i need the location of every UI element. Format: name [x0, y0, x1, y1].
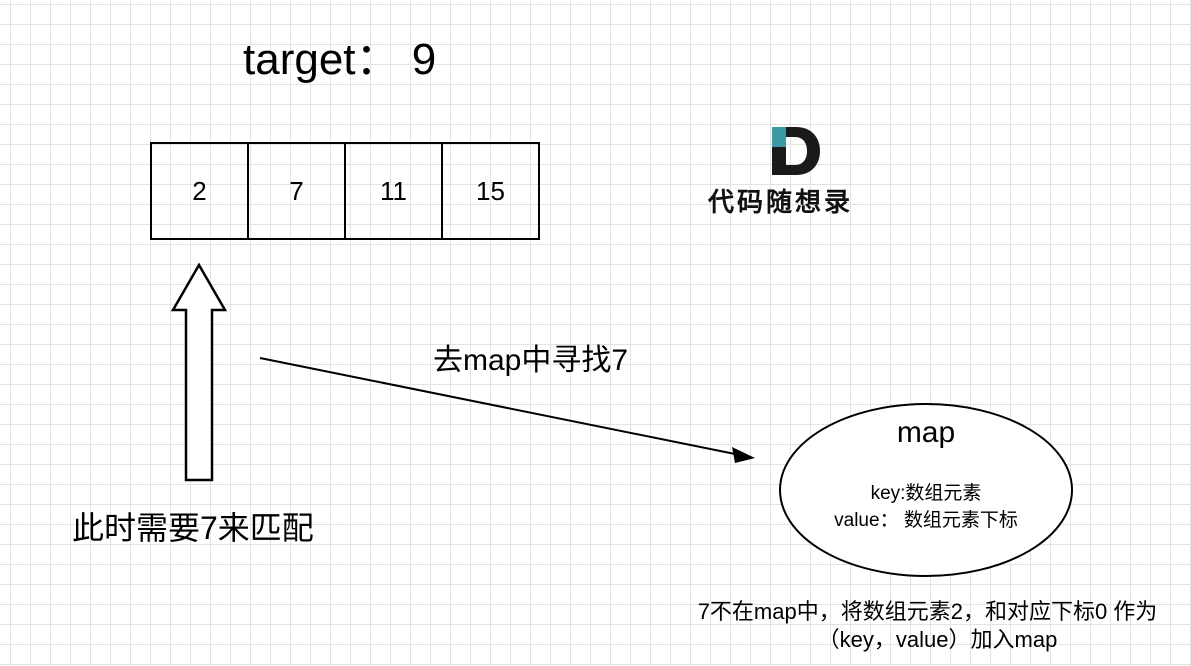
array-cell: 7 [249, 144, 346, 238]
logo-text: 代码随想录 [708, 188, 854, 218]
match-hint-label: 此时需要7来匹配 [72, 510, 314, 546]
target-title: target： 9 [243, 35, 437, 84]
map-value-desc: value： 数组元素下标 [834, 510, 1018, 531]
search-label: 去map中寻找7 [433, 344, 629, 377]
map-key-desc: key:数组元素 [870, 483, 982, 504]
array-box: 2 7 11 15 [150, 142, 540, 240]
array-cell: 2 [152, 144, 249, 238]
logo-d-icon [772, 127, 820, 175]
note-line-2: （key，value）加入map [817, 627, 1058, 652]
array-cell: 15 [476, 175, 505, 206]
map-ellipse [779, 403, 1073, 577]
map-title: map [896, 416, 956, 449]
search-arrow-head [732, 447, 755, 463]
up-arrow-icon [170, 262, 228, 482]
note-line-1: 7不在map中，将数组元素2，和对应下标0 作为 [697, 599, 1158, 624]
search-arrow-line [259, 357, 741, 456]
array-cell: 11 [346, 144, 443, 238]
